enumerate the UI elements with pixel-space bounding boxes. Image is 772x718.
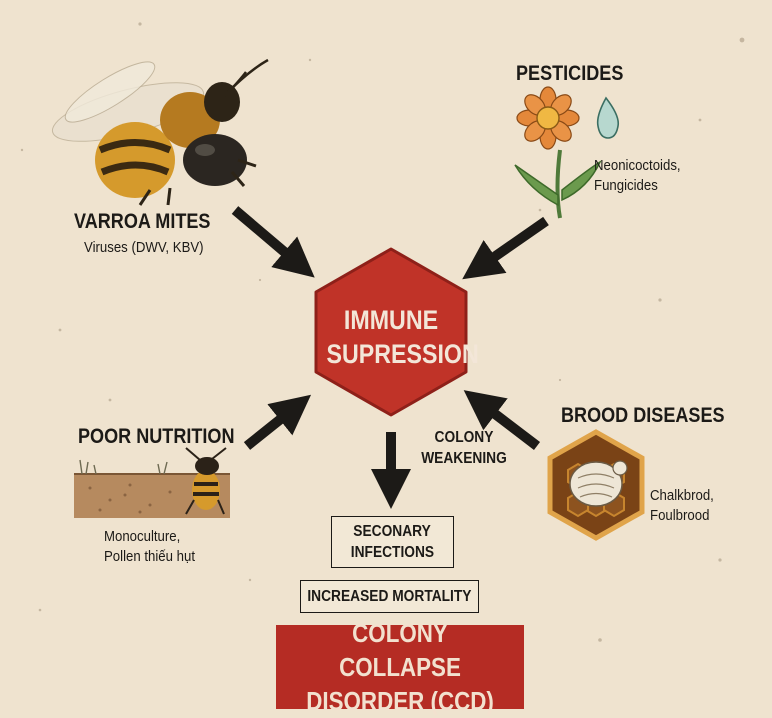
- brood-line1: Chalkbrod,: [650, 487, 714, 504]
- center-line2: SUPRESSION: [326, 339, 479, 369]
- paper-speckles: [20, 22, 745, 642]
- pesticides-details: Neonicoctoids, Fungicides: [594, 156, 692, 196]
- colony-weakening-label: COLONY WEAKENING: [414, 427, 514, 469]
- weakening-line2: WEAKENING: [421, 450, 507, 467]
- center-label: IMMUNE SUPRESSION: [316, 303, 479, 371]
- varroa-section: VARROA MITES Viruses (DWV, KBV): [74, 210, 233, 258]
- secondary-line1: SECONARY: [353, 523, 432, 540]
- ccd-banner: COLONY COLLAPSE DISORDER (CCD): [276, 618, 524, 716]
- bee-with-mite-icon: [51, 58, 269, 206]
- immune-suppression-hexagon: [314, 247, 468, 417]
- brood-line2: Foulbrood: [650, 507, 710, 524]
- nutrition-line1: Monoculture,: [104, 528, 181, 545]
- arrow-pesticides-to-center: [462, 216, 549, 280]
- nutrition-line2: Pollen thiếu hụt: [104, 548, 196, 565]
- pesticides-line2: Fungicides: [594, 177, 658, 194]
- dry-field-bee-icon: [74, 447, 230, 518]
- arrow-brood-to-center: [463, 390, 541, 450]
- pesticides-line1: Neonicoctoids,: [594, 157, 681, 174]
- arrow-varroa-to-center: [231, 206, 315, 278]
- brood-details: Chalkbrod, Foulbrood: [650, 486, 723, 526]
- pesticides-title: PESTICIDES: [516, 62, 624, 85]
- ccd-line1: COLONY COLLAPSE: [339, 618, 461, 682]
- honeycomb-larva-icon: [547, 429, 645, 541]
- brood-title: BROOD DISEASES: [561, 404, 725, 427]
- flower-droplet-icon: [514, 86, 620, 219]
- center-line1: IMMUNE: [343, 305, 439, 335]
- varroa-title: VARROA MITES: [74, 210, 211, 233]
- ccd-line2: DISORDER (CCD): [306, 686, 494, 716]
- nutrition-details: Monoculture, Pollen thiếu hụt: [104, 527, 207, 567]
- secondary-infections-box: SECONARY INFECTIONS: [331, 516, 454, 568]
- mortality-label: INCREASED MORTALITY: [307, 588, 472, 605]
- nutrition-title: POOR NUTRITION: [78, 425, 235, 448]
- secondary-line2: INFECTIONS: [350, 544, 435, 561]
- increased-mortality-box: INCREASED MORTALITY: [300, 580, 479, 613]
- weakening-line1: COLONY: [434, 429, 494, 446]
- varroa-subtitle: Viruses (DWV, KBV): [84, 239, 204, 256]
- arrow-nutrition-to-center: [243, 394, 312, 450]
